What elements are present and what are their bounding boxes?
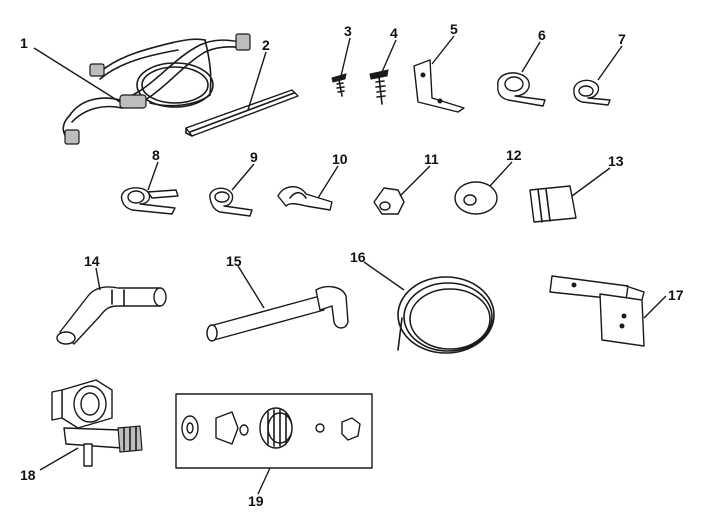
callout-15: 15 <box>226 253 242 269</box>
leader-lines <box>33 35 667 495</box>
callout-2: 2 <box>262 37 270 53</box>
callout-1: 1 <box>20 35 28 51</box>
part-2-channel-strip <box>185 89 299 137</box>
callout-10: 10 <box>332 151 348 167</box>
part-19-fittings-card <box>175 393 373 469</box>
callout-11: 11 <box>424 151 439 167</box>
part-4-long-screw <box>369 69 389 105</box>
part-13-foam-block <box>529 185 577 223</box>
callout-3: 3 <box>344 23 352 39</box>
callout-6: 6 <box>538 27 546 43</box>
part-16-coiled-tubing <box>397 276 495 354</box>
callout-17: 17 <box>668 287 684 303</box>
part-6-cable-clamp <box>497 72 546 107</box>
part-15-fill-tube <box>206 285 349 342</box>
callout-9: 9 <box>250 149 258 165</box>
callout-5: 5 <box>450 21 458 37</box>
part-10-strap-clip <box>277 186 333 211</box>
part-1-wire-harness <box>62 33 251 145</box>
callout-18: 18 <box>20 467 36 483</box>
callout-labels: 1 2 3 4 5 6 7 8 9 10 11 12 13 14 15 16 1… <box>20 21 684 509</box>
part-11-hex-insert <box>373 187 405 215</box>
part-17-mounting-bracket <box>549 275 645 347</box>
part-18-water-valve <box>51 379 143 467</box>
callout-19: 19 <box>248 493 264 509</box>
part-3-screw <box>331 73 347 97</box>
part-8-clamp <box>120 187 179 215</box>
callout-14: 14 <box>84 253 100 269</box>
part-14-elbow-tube <box>56 286 167 345</box>
callout-8: 8 <box>152 147 160 163</box>
part-9-clip <box>209 187 253 217</box>
callout-7: 7 <box>618 31 626 47</box>
part-5-angle-bracket <box>413 59 465 113</box>
part-7-small-clamp <box>573 79 611 106</box>
part-12-washer <box>454 181 498 215</box>
callout-13: 13 <box>608 153 624 169</box>
callout-16: 16 <box>350 249 366 265</box>
callout-12: 12 <box>506 147 522 163</box>
callout-4: 4 <box>390 25 398 41</box>
